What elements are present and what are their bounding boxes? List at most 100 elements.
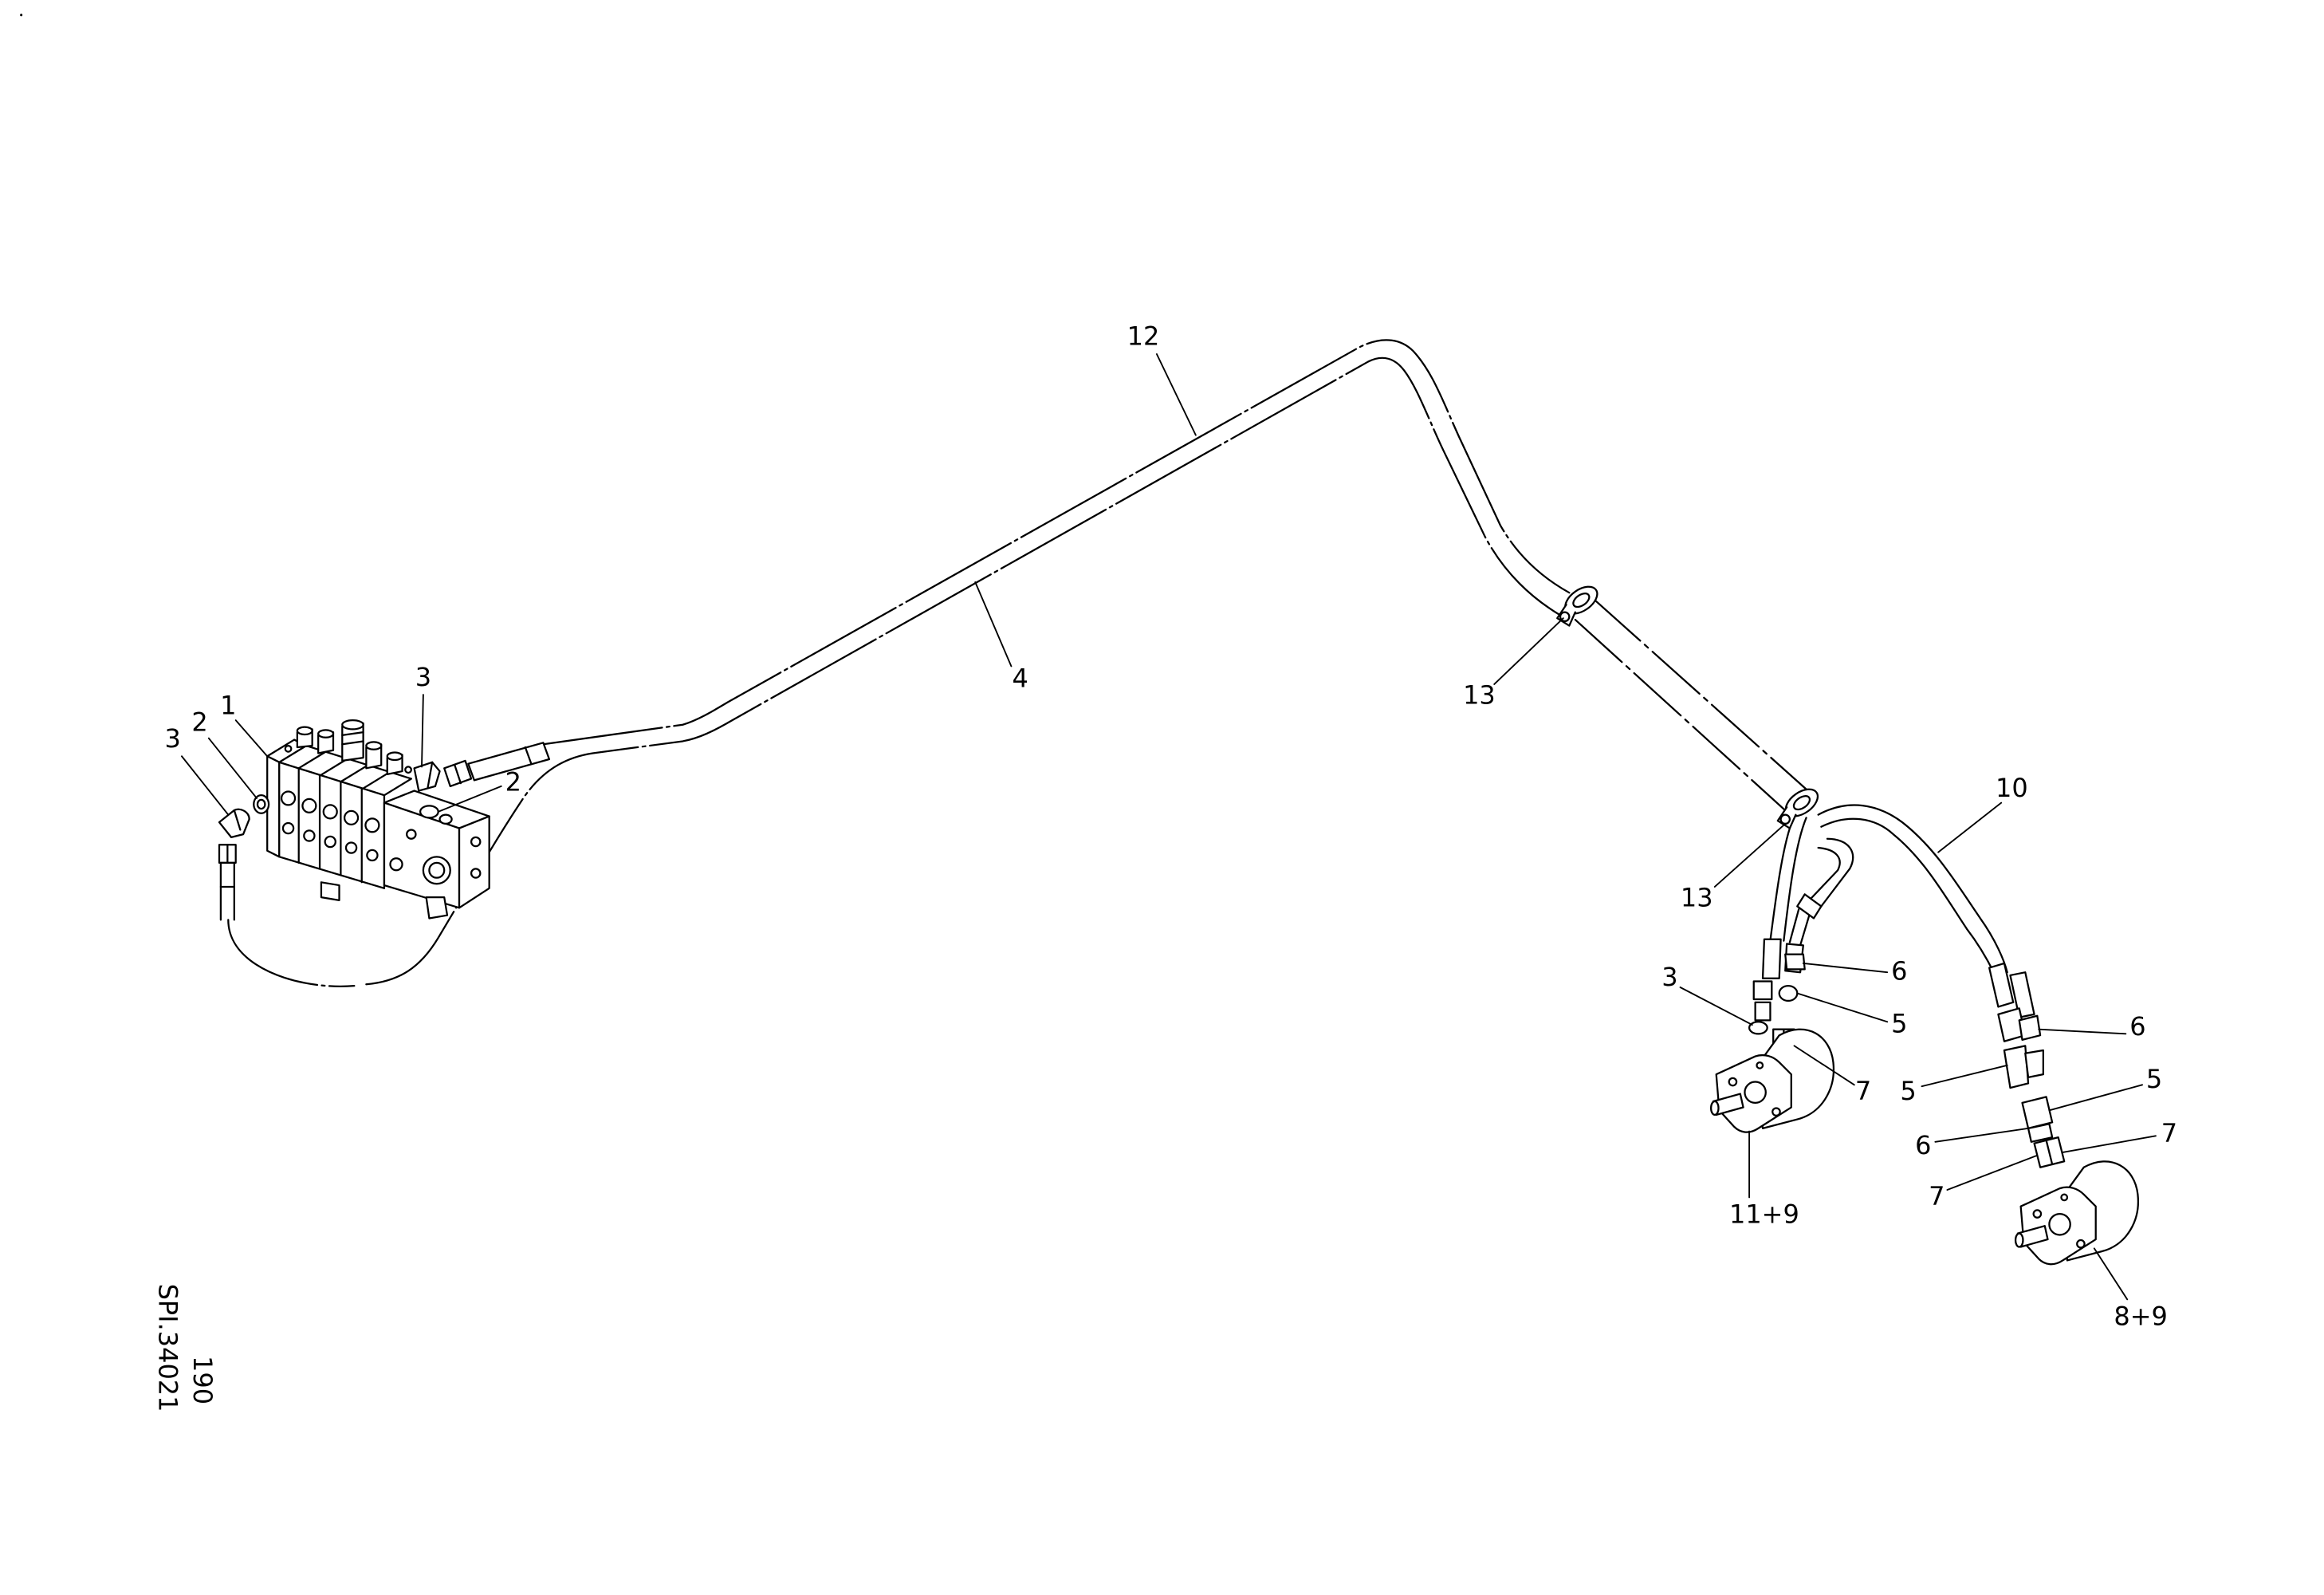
callout-left-motor[interactable]: 11+9: [1729, 1199, 1799, 1229]
hose-end-ferrule: [2009, 971, 2035, 1018]
hose-end-ferrule: [1761, 938, 1782, 979]
end-block-port: [389, 857, 403, 872]
valve-slice-divider-top: [360, 771, 390, 790]
spool-cap-top: [386, 751, 403, 762]
callout-fitting-5-right-left[interactable]: 5: [1900, 1076, 1916, 1106]
elbow-body: [413, 761, 441, 792]
callout-fitting-3-motor[interactable]: 3: [1661, 962, 1677, 992]
leader-1: [234, 719, 269, 758]
hose-bent-lower-b: [1788, 908, 1800, 943]
fitting-5: [1778, 984, 1799, 1002]
valve-port: [343, 809, 360, 825]
valve-port: [303, 829, 316, 842]
valve-block: [266, 719, 412, 902]
callout-clamp-upper[interactable]: 13: [1463, 679, 1496, 710]
hose-bent-fitting: [1796, 893, 1823, 920]
hose-end-ferrule: [219, 861, 235, 888]
callout-elbow-left[interactable]: 3: [165, 723, 181, 754]
hose-run-lower: [1574, 618, 1788, 813]
drawing-number: SPI.34021: [153, 1284, 183, 1412]
hoses-to-left-motor: [1769, 817, 1854, 947]
hose-left-inner: [1769, 822, 1792, 942]
leader-7-right-left: [1946, 1154, 2039, 1191]
end-block-port: [470, 836, 482, 848]
fitting-7-seam: [2045, 1139, 2054, 1166]
callout-clamp-lower[interactable]: 13: [1681, 882, 1713, 912]
end-block-side: [458, 815, 490, 909]
callout-fitting-6-right-left[interactable]: 6: [1915, 1130, 1931, 1160]
hose-end-ferrule: [1988, 962, 2015, 1008]
valve-slice-divider-top: [318, 758, 348, 777]
callout-hose-right[interactable]: 10: [1996, 773, 2028, 803]
motor-shaft-end: [2014, 1232, 2024, 1248]
leader-6-right-left: [1934, 1127, 2029, 1143]
leader-12: [1155, 353, 1197, 436]
valve-port: [366, 849, 379, 862]
clamp-bolt: [1779, 813, 1791, 825]
hose-bent-inner: [1808, 846, 1841, 902]
fitting-5: [2003, 1045, 2030, 1089]
motor-bolt-hole: [2060, 1193, 2069, 1202]
spool-cap-top: [341, 719, 364, 731]
callout-right-motor[interactable]: 8+9: [2114, 1301, 2167, 1331]
callout-fitting-5-right-right[interactable]: 5: [2146, 1064, 2162, 1094]
fitting-ring-inner: [256, 798, 266, 810]
right-motor: [2014, 1160, 2139, 1266]
callout-fitting-7-left[interactable]: 7: [1855, 1076, 1871, 1106]
callout-hose-upper[interactable]: 12: [1127, 321, 1160, 352]
motor-bolt-hole: [2076, 1239, 2086, 1249]
hose-4-line: [227, 356, 1562, 987]
right-motor-fittings: [1988, 962, 2066, 1168]
leader-3-motor: [1679, 987, 1753, 1026]
valve-port: [322, 804, 338, 820]
fitting-5: [2024, 1049, 2044, 1079]
valve-port: [301, 798, 317, 813]
end-block-port: [470, 868, 482, 879]
sheet-number: 190: [187, 1356, 218, 1404]
fitting-5-lower: [2021, 1096, 2054, 1129]
hose-bent-lower-a: [1799, 914, 1811, 947]
spool-cap-top: [365, 741, 383, 750]
leader-5-left: [1796, 992, 1889, 1023]
leader-3-left: [181, 755, 230, 816]
valve-slice-divider-top: [297, 750, 327, 770]
valve-bottom-tab: [320, 881, 340, 902]
callout-hose-lower[interactable]: 4: [1013, 664, 1028, 694]
motor-bolt-hole: [1772, 1107, 1781, 1116]
fitting-6-lower: [2027, 1123, 2054, 1143]
fitting-2-left: [253, 794, 270, 814]
valve-port: [344, 841, 358, 854]
callout-fitting-right[interactable]: 2: [505, 767, 521, 798]
leader-13-lower: [1713, 822, 1787, 888]
callout-fitting-7-right-right[interactable]: 7: [2161, 1118, 2177, 1148]
leader-13-upper: [1493, 617, 1564, 685]
valve-bolt: [404, 766, 412, 774]
valve-port: [281, 821, 295, 835]
callout-fitting-7-right-left[interactable]: 7: [1929, 1181, 1945, 1211]
leader-5-right-left: [1921, 1064, 2008, 1088]
hose-left-outer: [1783, 817, 1807, 942]
callout-valve-block[interactable]: 1: [220, 691, 236, 721]
elbow-body: [218, 808, 250, 838]
end-block-port: [406, 829, 417, 840]
hose-12: [467, 339, 1571, 782]
callout-fitting-6-left[interactable]: 6: [1891, 956, 1907, 987]
spool-cap-top: [317, 729, 335, 738]
leader-3-top: [421, 694, 424, 768]
valve-spool-caps: [284, 719, 412, 775]
clamp-13-upper: [1556, 585, 1598, 627]
spool-cap-ridge: [341, 740, 364, 746]
callout-labels: 1 2 3 3 2 12 4 13 13 10 6 3 5 7 6 5 5 7 …: [165, 321, 2178, 1332]
callout-fitting-5-left[interactable]: 5: [1891, 1008, 1907, 1038]
clamp-13-lower: [1776, 788, 1819, 829]
valve-stack-front: [278, 761, 386, 889]
hose-10: [1817, 804, 2008, 974]
hose-run-between-clamps: [1574, 597, 1807, 813]
callout-fitting-left[interactable]: 2: [191, 707, 207, 737]
fitting-6: [1784, 953, 1806, 971]
callout-elbow-top[interactable]: 3: [415, 662, 431, 692]
callout-fitting-6-right-top[interactable]: 6: [2129, 1011, 2145, 1042]
motor-pilot: [1744, 1081, 1767, 1105]
valve-bolt: [284, 744, 293, 753]
